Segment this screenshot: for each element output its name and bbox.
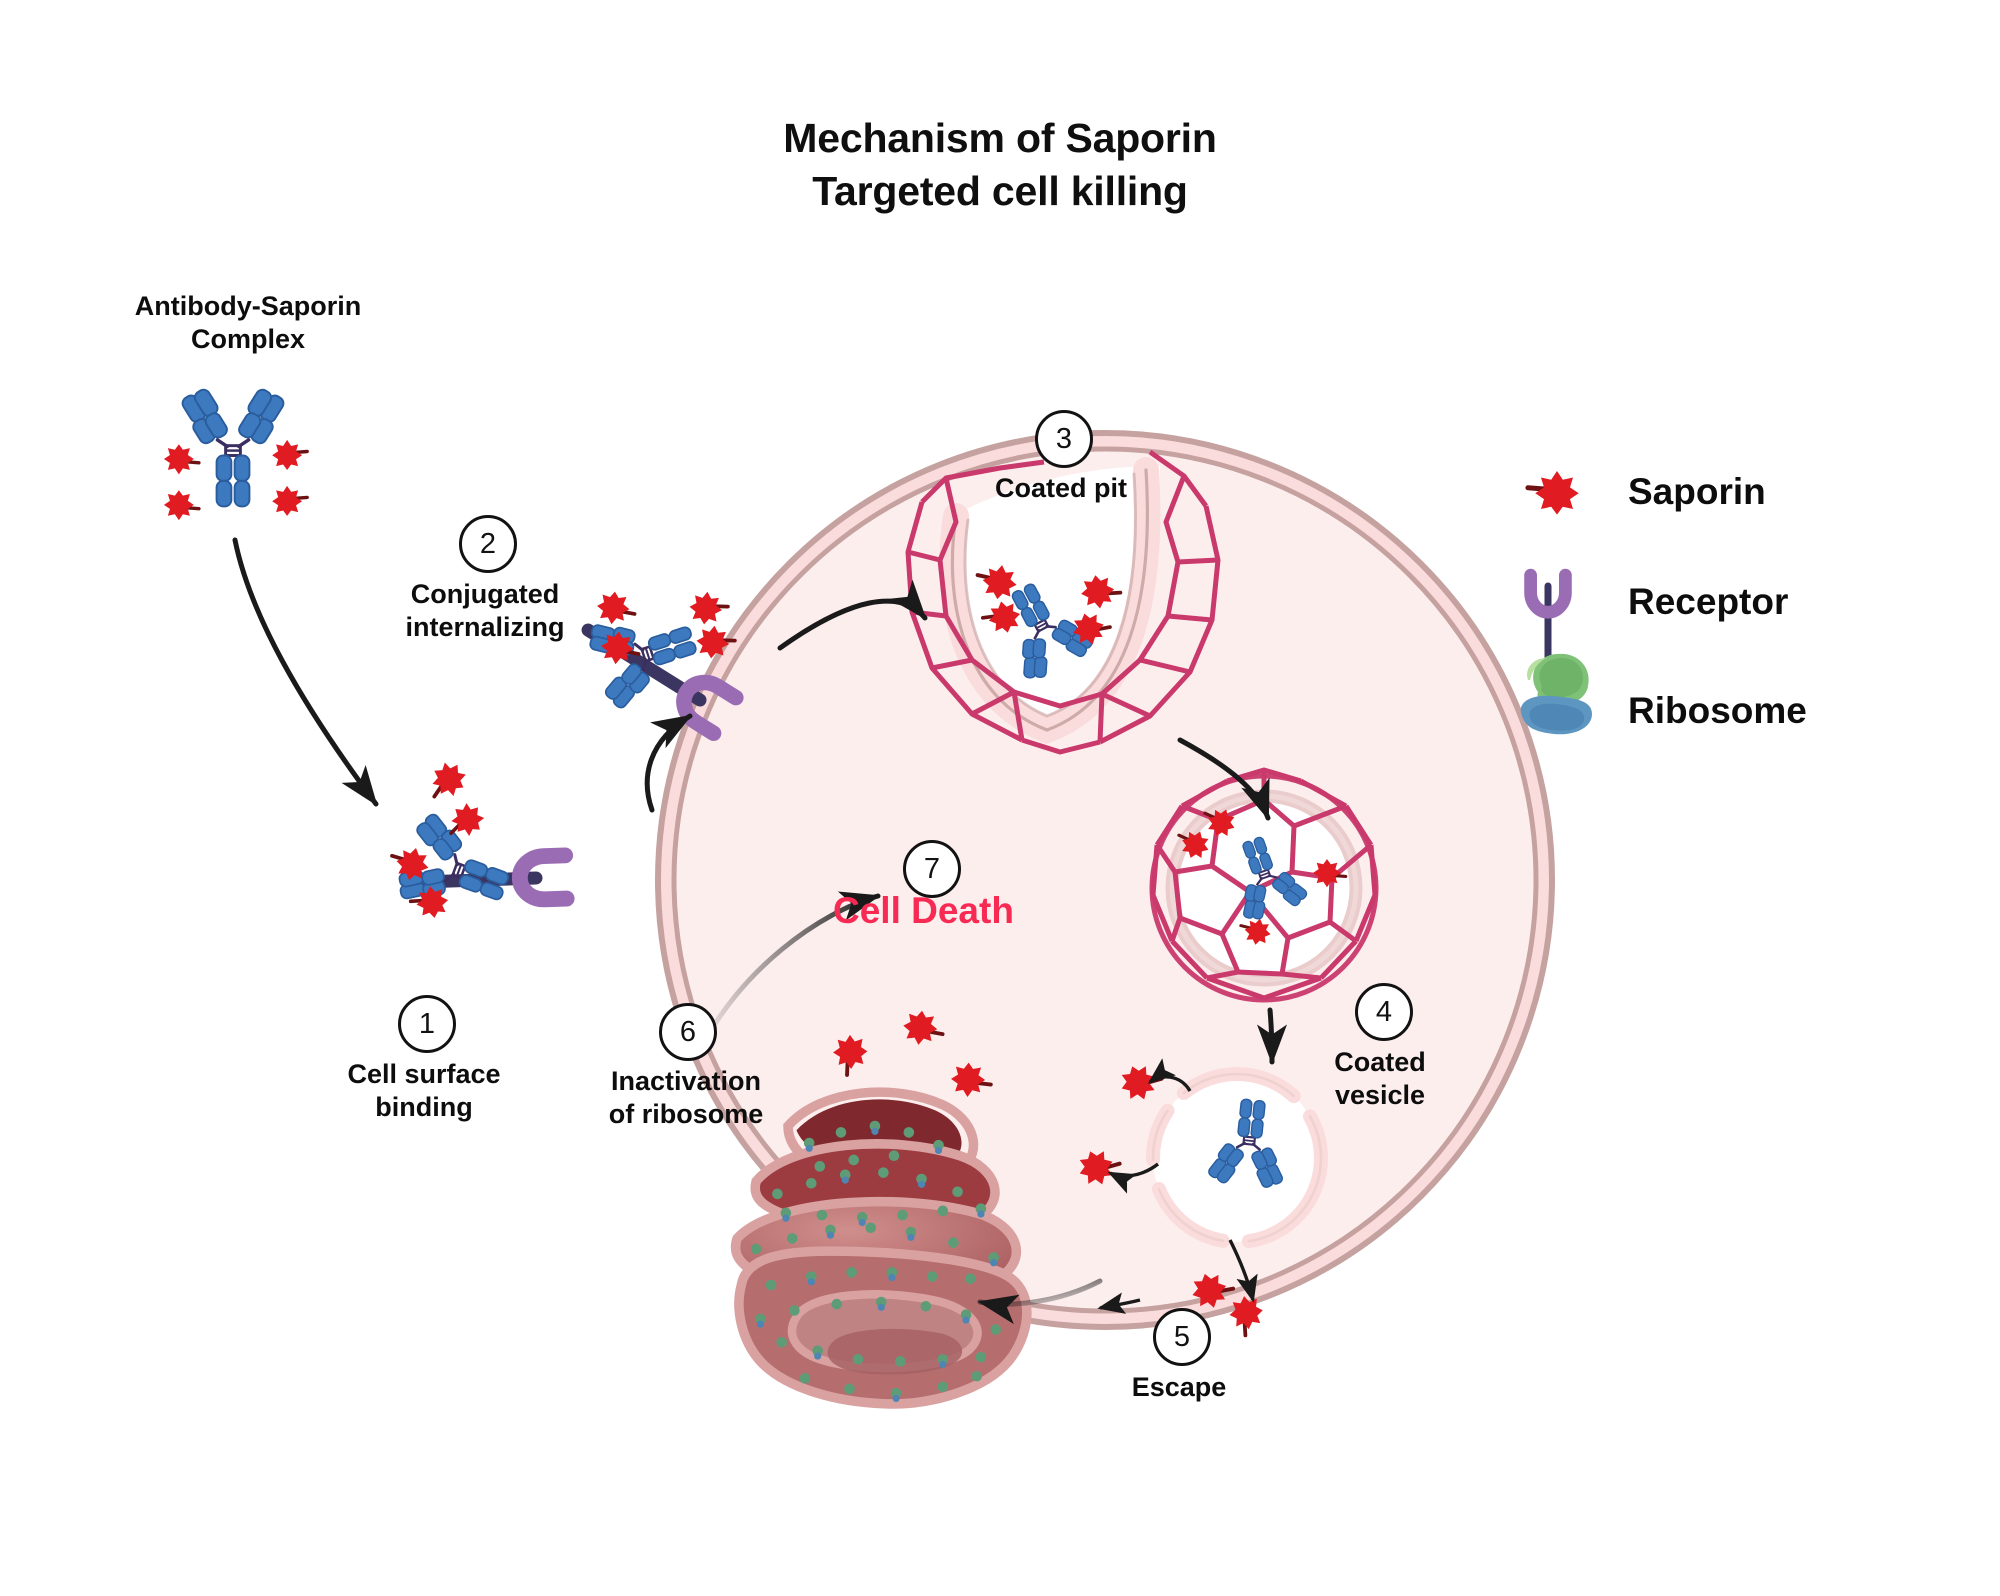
legend-label-ribosome: Ribosome [1628,690,1807,731]
escape-endosome [1146,1067,1328,1249]
step-6-label: Inactivation of ribosome [608,1066,764,1129]
saporin-star [421,754,474,809]
legend-ribosome-icon [1520,653,1592,735]
step-1-label: Cell surface binding [347,1059,501,1122]
step-2-label: Conjugated internalizing [405,579,565,642]
coated-pit [905,449,1221,755]
step-5-label: Escape [1131,1372,1227,1402]
step-3-number: 3 [1035,410,1093,468]
step-6-number: 6 [659,1003,717,1061]
coated-vesicle [1149,767,1379,1003]
step-7-number: 7 [903,840,961,898]
cell-death-label: Cell Death [833,890,1014,931]
title-line-2: Targeted cell killing [812,168,1188,215]
legend-label-receptor: Receptor [1628,581,1789,622]
legend-label-saporin: Saporin [1628,471,1766,512]
step-3-label: Coated pit [995,473,1127,503]
pathway-arrows [232,537,1287,1325]
saporin-star [686,588,732,629]
step-4-number: 4 [1355,983,1413,1041]
antibody-saporin-complex-label: Antibody-Saporin Complex [134,291,362,354]
page-title: Mechanism of Saporin Targeted cell killi… [0,112,2000,219]
title-line-1: Mechanism of Saporin [783,115,1217,161]
antibody-saporin-complex [162,385,309,522]
step-5-number: 5 [1153,1308,1211,1366]
step-1-number: 1 [398,995,456,1053]
legend-saporin-icon [1528,471,1579,515]
escape-arrows [1097,1058,1258,1314]
step-2-number: 2 [459,515,517,573]
rough-er [730,1087,1032,1409]
step-4-label: Coated vesicle [1334,1047,1426,1110]
